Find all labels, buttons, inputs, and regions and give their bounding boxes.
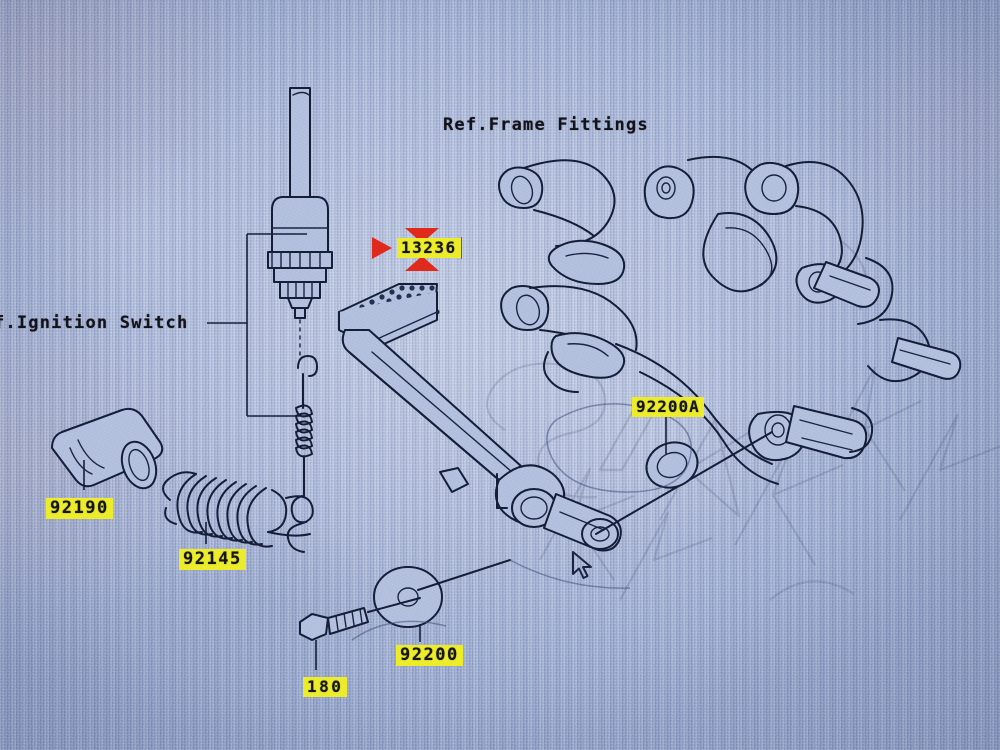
- screenshot-canvas: .ln { fill:none; stroke:#151e38; stroke-…: [0, 0, 1000, 750]
- photo-grain-overlay: [0, 0, 1000, 750]
